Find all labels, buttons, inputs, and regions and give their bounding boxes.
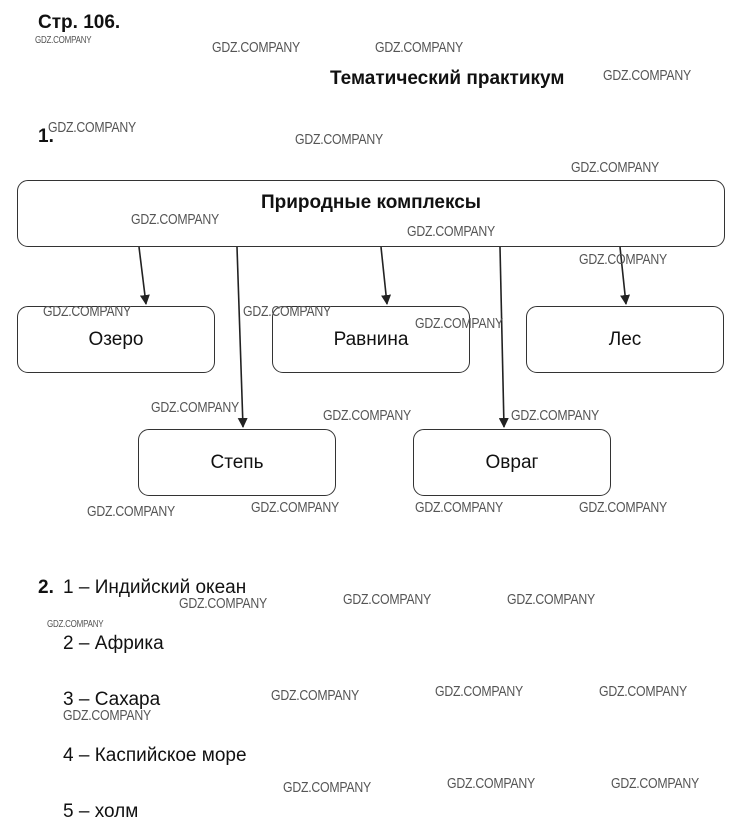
watermark: GDZ.COMPANY: [447, 775, 535, 792]
watermark: GDZ.COMPANY: [611, 775, 699, 792]
task-2-number: 2.: [38, 577, 54, 598]
box-ravine-label: Овраг: [485, 451, 539, 473]
watermark: GDZ.COMPANY: [243, 303, 331, 320]
answer-1: 1 – Индийский океан: [63, 577, 247, 598]
answer-5: 5 – холм: [63, 801, 139, 822]
answer-4: 4 – Каспийское море: [63, 745, 247, 766]
watermark: GDZ.COMPANY: [63, 707, 151, 724]
box-lake-label: Озеро: [88, 328, 144, 350]
watermark: GDZ.COMPANY: [271, 687, 359, 704]
watermark: GDZ.COMPANY: [283, 779, 371, 796]
watermark: GDZ.COMPANY: [131, 211, 219, 228]
watermark: GDZ.COMPANY: [375, 39, 463, 56]
box-steppe-label: Степь: [210, 451, 264, 473]
watermark: GDZ.COMPANY: [571, 159, 659, 176]
root-box-label: Природные комплексы: [260, 192, 482, 213]
watermark: GDZ.COMPANY: [343, 591, 431, 608]
box-forest: Лес: [526, 306, 724, 373]
watermark: GDZ.COMPANY: [251, 499, 339, 516]
section-title: Тематический практикум: [330, 68, 565, 89]
box-lake: Озеро: [17, 306, 215, 373]
box-plain: Равнина: [272, 306, 470, 373]
box-ravine: Овраг: [413, 429, 611, 496]
answer-3: 3 – Сахара: [63, 689, 161, 710]
watermark: GDZ.COMPANY: [407, 223, 495, 240]
watermark: GDZ.COMPANY: [43, 303, 131, 320]
root-box-natural-complexes: Природные комплексы: [17, 180, 725, 247]
watermark: GDZ.COMPANY: [35, 35, 92, 46]
watermark: GDZ.COMPANY: [295, 131, 383, 148]
watermark: GDZ.COMPANY: [579, 251, 667, 268]
arrow-to-lake: [138, 246, 150, 305]
watermark: GDZ.COMPANY: [415, 499, 503, 516]
watermark: GDZ.COMPANY: [151, 399, 239, 416]
watermark: GDZ.COMPANY: [212, 39, 300, 56]
watermark: GDZ.COMPANY: [47, 619, 104, 630]
answer-2: 2 – Африка: [63, 633, 164, 654]
page-label: Стр. 106.: [38, 12, 121, 33]
box-forest-label: Лес: [608, 328, 642, 350]
watermark: GDZ.COMPANY: [323, 407, 411, 424]
watermark: GDZ.COMPANY: [415, 315, 503, 332]
watermark: GDZ.COMPANY: [48, 119, 136, 136]
arrow-to-ravine: [498, 246, 509, 428]
watermark: GDZ.COMPANY: [599, 683, 687, 700]
watermark: GDZ.COMPANY: [579, 499, 667, 516]
watermark: GDZ.COMPANY: [179, 595, 267, 612]
watermark: GDZ.COMPANY: [603, 67, 691, 84]
watermark: GDZ.COMPANY: [87, 503, 175, 520]
box-plain-label: Равнина: [333, 328, 409, 350]
box-steppe: Степь: [138, 429, 336, 496]
watermark: GDZ.COMPANY: [511, 407, 599, 424]
task-1-number: 1.: [38, 126, 54, 147]
arrow-to-plain: [380, 246, 392, 305]
watermark: GDZ.COMPANY: [435, 683, 523, 700]
watermark: GDZ.COMPANY: [507, 591, 595, 608]
